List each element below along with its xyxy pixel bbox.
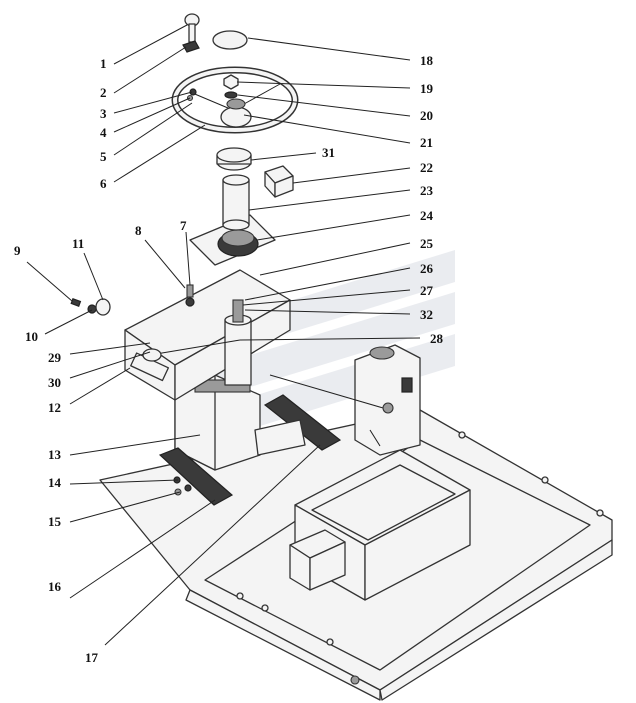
leader-lines [26, 24, 421, 646]
part-label-10: 10 [25, 329, 38, 344]
bolts-7-8 [185, 284, 195, 307]
relay-box [289, 529, 346, 591]
part-label-8: 8 [135, 223, 142, 238]
part-label-21: 21 [420, 135, 433, 150]
part-label-28: 28 [430, 331, 444, 346]
battery-box [294, 449, 471, 601]
part-label-3: 3 [100, 106, 107, 121]
nut-washer [223, 74, 239, 99]
pedestal [174, 374, 261, 471]
part-label-2: 2 [100, 85, 107, 100]
part-label-5: 5 [100, 149, 107, 164]
cap [212, 30, 248, 50]
part-label-9: 9 [14, 243, 21, 258]
part-label-20: 20 [420, 108, 433, 123]
knob [182, 13, 200, 53]
part-label-25: 25 [420, 236, 434, 251]
part-label-4: 4 [100, 125, 107, 140]
part-label-29: 29 [48, 350, 62, 365]
part-label-11: 11 [72, 236, 84, 251]
square-insert [264, 165, 294, 198]
control-rod [269, 374, 394, 447]
part-label-31: 31 [322, 145, 335, 160]
part-label-13: 13 [48, 447, 62, 462]
part-label-23: 23 [420, 183, 434, 198]
pedal-right [254, 394, 342, 456]
part-label-19: 19 [420, 81, 434, 96]
steering-wheel [171, 66, 299, 134]
part-label-27: 27 [420, 283, 434, 298]
sleeve [222, 174, 250, 231]
part-label-12: 12 [48, 400, 61, 415]
part-labels: 1 2 3 4 5 6 7 8 9 10 11 12 13 14 15 16 1… [14, 53, 444, 665]
part-label-17: 17 [85, 650, 99, 665]
part-label-24: 24 [420, 208, 434, 223]
fasteners-9-11 [70, 297, 111, 316]
pedal-left [158, 447, 234, 506]
part-label-16: 16 [48, 579, 62, 594]
lever-handle [142, 339, 241, 362]
part-label-18: 18 [420, 53, 434, 68]
bolts-14-15 [173, 476, 192, 496]
part-label-32: 32 [420, 307, 433, 322]
bushing [216, 147, 252, 171]
support-post [354, 344, 421, 456]
part-label-14: 14 [48, 475, 62, 490]
part-label-22: 22 [420, 160, 433, 175]
part-label-1: 1 [100, 56, 107, 71]
part-label-26: 26 [420, 261, 434, 276]
spring [217, 229, 259, 257]
part-label-30: 30 [48, 375, 61, 390]
part-label-7: 7 [180, 218, 187, 233]
part-label-15: 15 [48, 514, 62, 529]
column-shaft [224, 299, 252, 386]
part-label-6: 6 [100, 176, 107, 191]
